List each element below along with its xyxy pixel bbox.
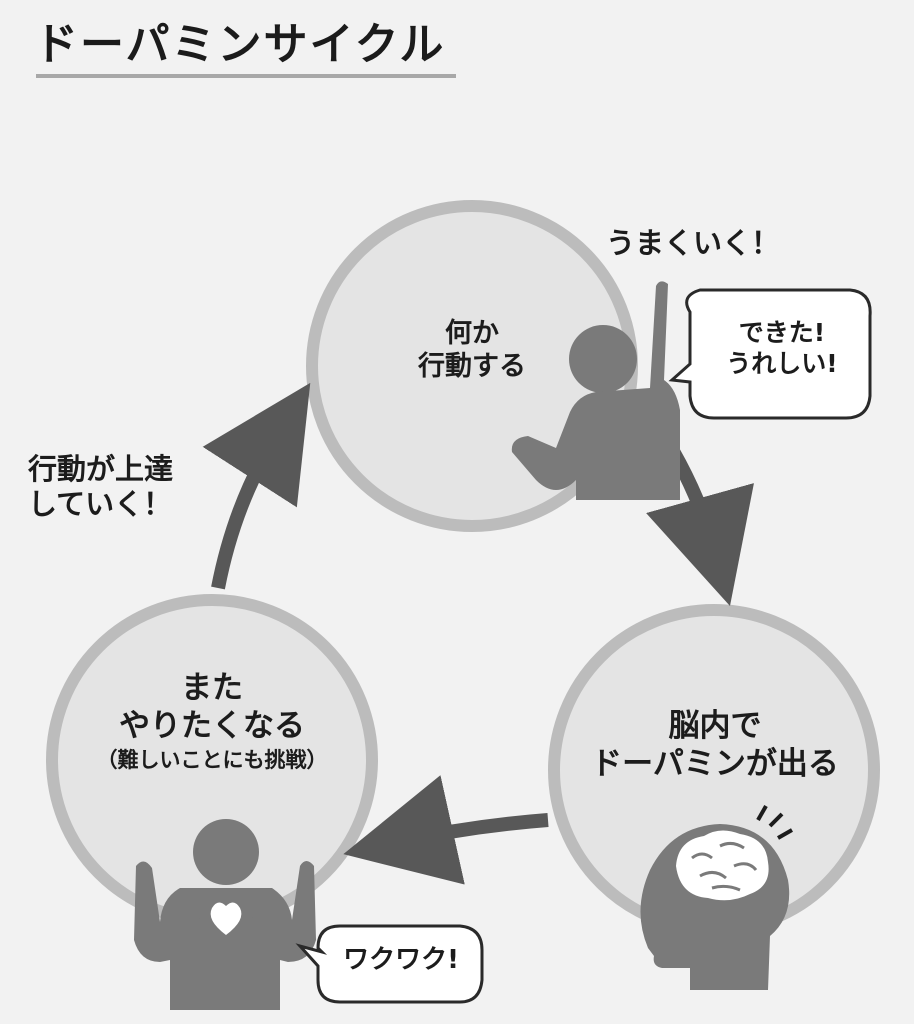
brain-icon: [676, 830, 769, 901]
arrow-to-act: [202, 382, 311, 590]
bubble-dekita-line1: できた!: [738, 318, 826, 347]
page-title: ドーパミンサイクル: [34, 19, 446, 70]
label-success: うまくいく！: [606, 226, 781, 260]
bubble-wakuwaku-text: ワクワク!: [343, 945, 459, 975]
bubble-dekita-line2: うれしい!: [726, 348, 838, 378]
label-improve: 行動が上達 していく！: [28, 452, 173, 523]
node-act-line1: 何か: [445, 318, 499, 349]
bubble-dekita-text: できた! うれしい!: [694, 318, 870, 379]
label-improve-line2: していく！: [28, 487, 173, 522]
person-excited-icon: [134, 819, 316, 1010]
arrow-to-again: [343, 775, 549, 885]
heart-icon: [210, 902, 242, 935]
brain-head-icon: [640, 805, 793, 990]
speech-bubble-wakuwaku: [295, 924, 484, 1004]
node-again-note: （難しいことにも挑戦）: [96, 747, 328, 772]
person-cheering-icon: [511, 281, 680, 500]
node-dopamine-line2: ドーパミンが出る: [591, 745, 839, 782]
node-again-line1: また: [181, 670, 243, 706]
node-act-label: 何か 行動する: [372, 318, 572, 384]
node-act-line2: 行動する: [418, 350, 526, 382]
node-dopamine-label: 脳内で ドーパミンが出る: [548, 708, 882, 784]
node-dopamine-line1: 脳内で: [668, 708, 762, 744]
node-again-line2: やりたくなる: [119, 707, 305, 744]
label-improve-line1: 行動が上達: [28, 452, 174, 486]
node-again-label: また やりたくなる （難しいことにも挑戦）: [56, 670, 368, 773]
speech-bubble-dekita: [668, 288, 872, 420]
